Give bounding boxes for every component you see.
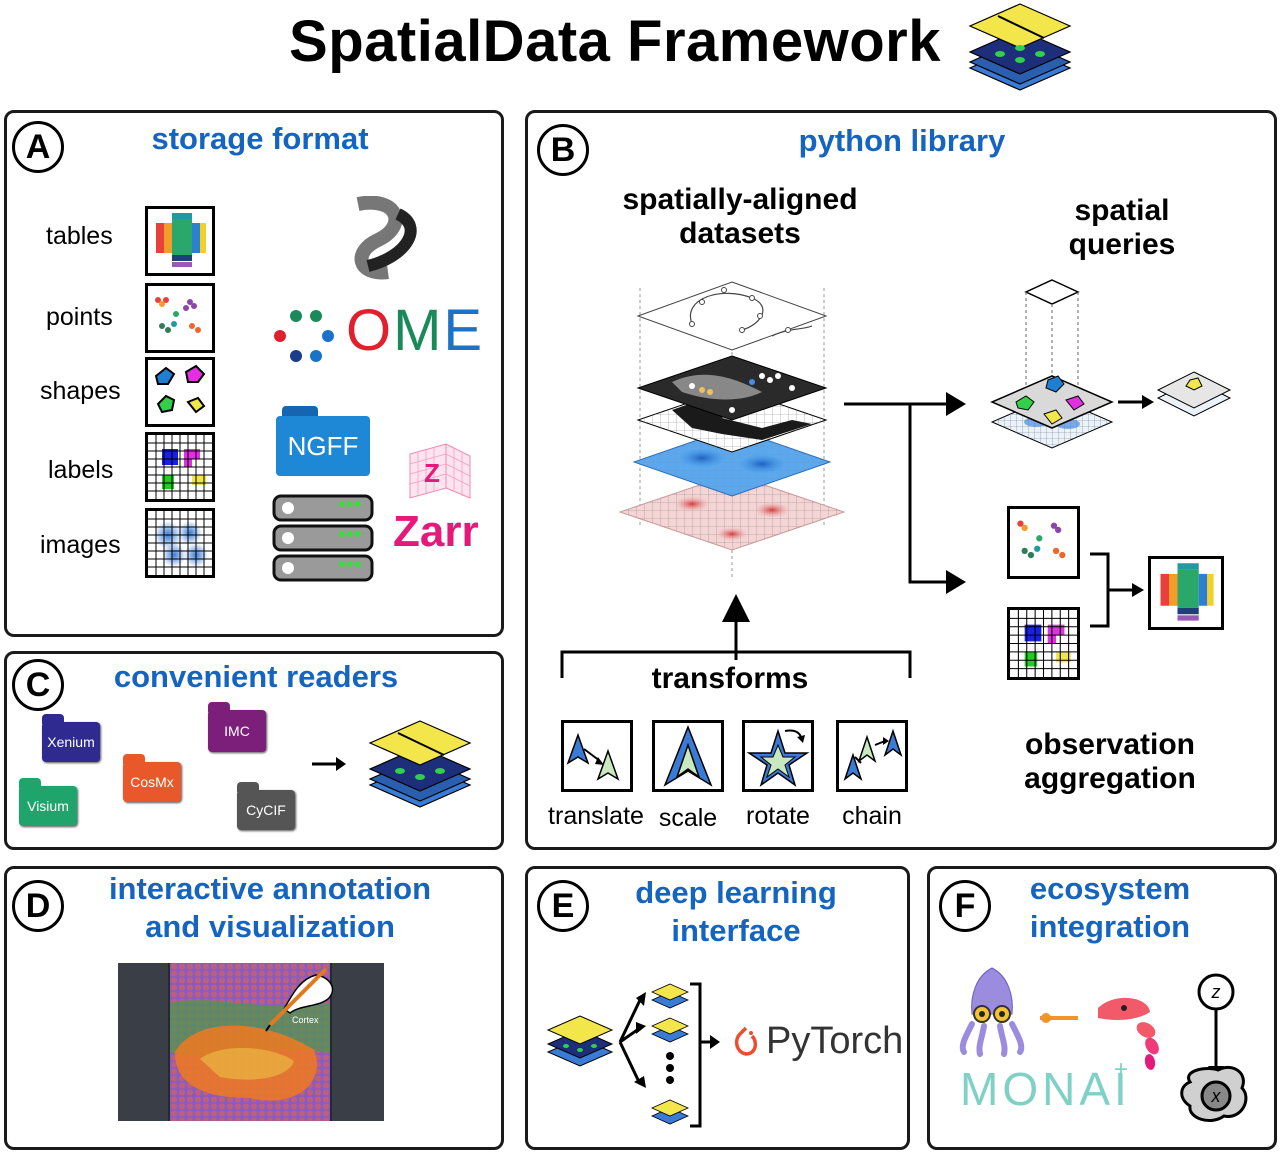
aligned-datasets-label: spatially-aligned datasets [622, 183, 858, 250]
panel-c-badge: C [12, 659, 64, 711]
ngff-folder-icon: NGFF [276, 406, 370, 476]
xenium-folder-icon: Xenium [42, 714, 100, 762]
panel-d-badge: D [12, 880, 64, 932]
rotate-label: rotate [746, 802, 810, 830]
panel-d-title: interactive annotation and visualization [108, 871, 432, 944]
labels-icon [145, 432, 215, 502]
zarr-cube-letter: Z [424, 458, 440, 488]
main-title: SpatialData Framework [289, 9, 941, 74]
shrimp-logo-icon [1040, 997, 1159, 1070]
imc-label: IMC [224, 723, 250, 739]
panel-e-title: deep learning interface [635, 875, 837, 948]
napari-right-panel [332, 963, 384, 1121]
spatialdata-logo-icon [968, 3, 1072, 91]
panel-a [4, 110, 504, 637]
query-arrows [844, 392, 966, 594]
tables-icon [145, 206, 215, 276]
aggregation-bracket [1090, 552, 1144, 628]
panel-e [525, 866, 910, 1150]
ngff-label: NGFF [287, 430, 359, 461]
graph-node-z: z [1211, 982, 1221, 1002]
panel-a-title: storage format [151, 121, 369, 156]
label-points: points [46, 303, 113, 331]
reader-spatialdata-icon [368, 720, 472, 808]
spatial-query-diagram [990, 279, 1232, 449]
chain-icon [836, 720, 908, 792]
graphical-model-icon: z x [1180, 973, 1248, 1122]
ome-dots-icon [274, 310, 334, 362]
shapes-icon [145, 357, 215, 427]
scale-icon [652, 720, 724, 792]
pytorch-text: PyTorch [766, 1020, 904, 1062]
panel-a-badge: A [12, 121, 64, 173]
squid-logo-icon [959, 967, 1025, 1057]
ribbon-logo-icon [354, 196, 417, 280]
visium-label: Visium [27, 798, 69, 814]
label-labels: labels [48, 456, 114, 484]
pytorch-flame-icon [734, 1026, 758, 1056]
visium-folder-icon: Visium [19, 778, 77, 826]
panel-c-title: convenient readers [113, 659, 399, 694]
panel-f-badge: F [939, 880, 991, 932]
cycif-folder-icon: CyCIF [237, 782, 295, 830]
panel-f-title: ecosystem integration [1029, 871, 1191, 944]
images-icon [145, 508, 215, 578]
napari-screenshot: Cortex [118, 963, 384, 1121]
xenium-label: Xenium [47, 734, 95, 750]
napari-left-panel [118, 963, 168, 1121]
label-shapes: shapes [40, 377, 121, 405]
rotate-icon [742, 720, 814, 792]
zarr-text: Zarr [393, 507, 479, 556]
agg-labels-icon [1007, 607, 1080, 680]
points-icon [145, 283, 215, 353]
panel-b-badge: B [537, 124, 589, 176]
ngff-folder-body: NGFF [276, 416, 370, 476]
graph-node-x: x [1211, 1086, 1222, 1106]
transforms-label: transforms [651, 662, 809, 695]
scale-label: scale [658, 804, 718, 832]
translate-icon [561, 720, 633, 792]
spatial-queries-label: spatial queries [1068, 194, 1176, 261]
transforms-bracket [560, 594, 912, 678]
label-tables: tables [46, 222, 113, 250]
translate-label: translate [548, 802, 644, 830]
agg-points-icon [1007, 506, 1080, 579]
pen-hand-icon [265, 967, 334, 1032]
imc-folder-icon: IMC [208, 702, 266, 752]
label-images: images [40, 531, 121, 559]
cosmx-folder-icon: CosMx [123, 754, 181, 802]
cycif-label: CyCIF [246, 802, 286, 818]
cortex-region-label: Cortex [292, 1015, 319, 1025]
layer-stack-diagram [618, 281, 846, 578]
chain-label: chain [842, 802, 902, 830]
monai-plus: + [1114, 1056, 1129, 1083]
agg-table-icon [1148, 556, 1224, 630]
server-stack-icon [272, 494, 374, 582]
reader-arrow [312, 757, 346, 771]
observation-aggregation-label: observation aggregation [1024, 728, 1196, 795]
batch-diagram [546, 982, 720, 1128]
cosmx-label: CosMx [130, 774, 174, 790]
ome-text: OME [346, 298, 485, 363]
monai-text: MONAI [960, 1063, 1131, 1115]
panel-b-title: python library [798, 123, 1006, 158]
ome-logo-text: OME [346, 302, 484, 360]
panel-e-badge: E [537, 880, 589, 932]
zarr-cube-icon: Z [409, 443, 471, 499]
